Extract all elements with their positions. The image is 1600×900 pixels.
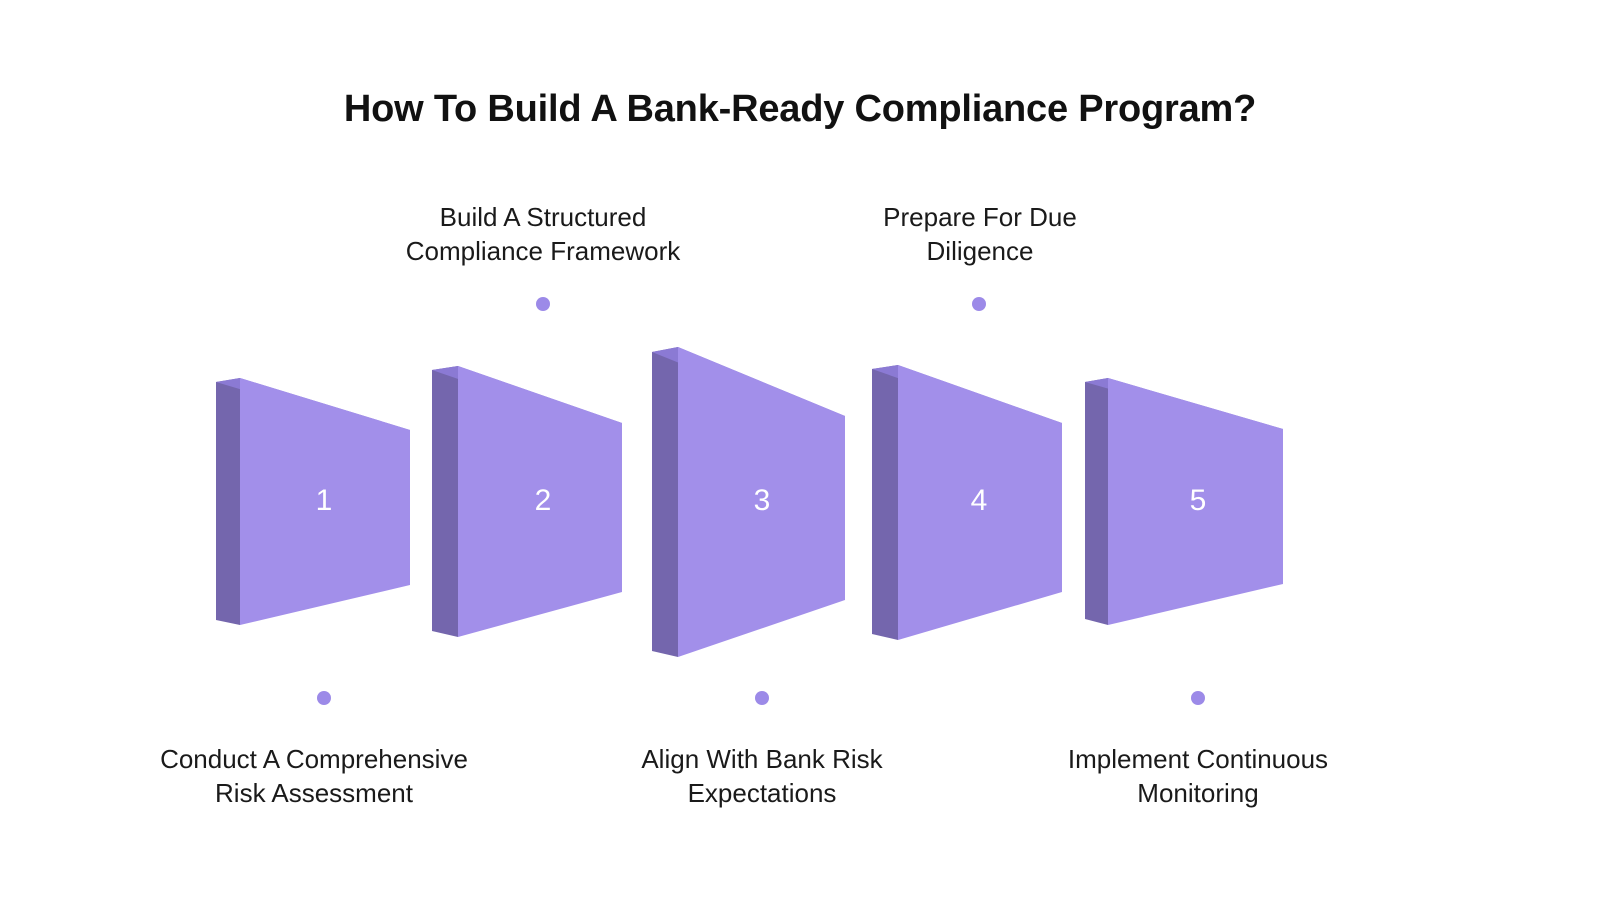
funnel-step-1[interactable] — [216, 378, 410, 625]
funnel-step-5[interactable] — [1085, 378, 1283, 625]
funnel-step-2[interactable] — [432, 366, 622, 637]
step-1-front-face — [240, 378, 410, 625]
connector-dot-5 — [1191, 691, 1205, 705]
step-2-front-face — [458, 366, 622, 637]
step-2-side-face — [432, 366, 458, 637]
step-label-2: Build A Structured Compliance Framework — [405, 202, 681, 267]
step-3-side-face — [652, 347, 678, 657]
step-4-side-face — [872, 365, 898, 640]
funnel-step-3[interactable] — [652, 347, 845, 657]
page-title: How To Build A Bank-Ready Compliance Pro… — [343, 88, 1257, 131]
connector-dot-3 — [755, 691, 769, 705]
step-label-1: Conduct A Comprehensive Risk Assessment — [160, 744, 468, 809]
step-label-3: Align With Bank Risk Expectations — [641, 744, 883, 809]
connector-dot-1 — [317, 691, 331, 705]
step-4-front-face — [898, 365, 1062, 640]
step-3-front-face — [678, 347, 845, 657]
step-label-4: Prepare For Due Diligence — [883, 202, 1077, 267]
connector-dot-4 — [972, 297, 986, 311]
step-label-5: Implement Continuous Monitoring — [1067, 744, 1329, 809]
step-1-side-face — [216, 378, 240, 625]
step-5-side-face — [1085, 378, 1108, 625]
connector-dot-2 — [536, 297, 550, 311]
step-5-front-face — [1108, 378, 1283, 625]
funnel-step-4[interactable] — [872, 365, 1062, 640]
